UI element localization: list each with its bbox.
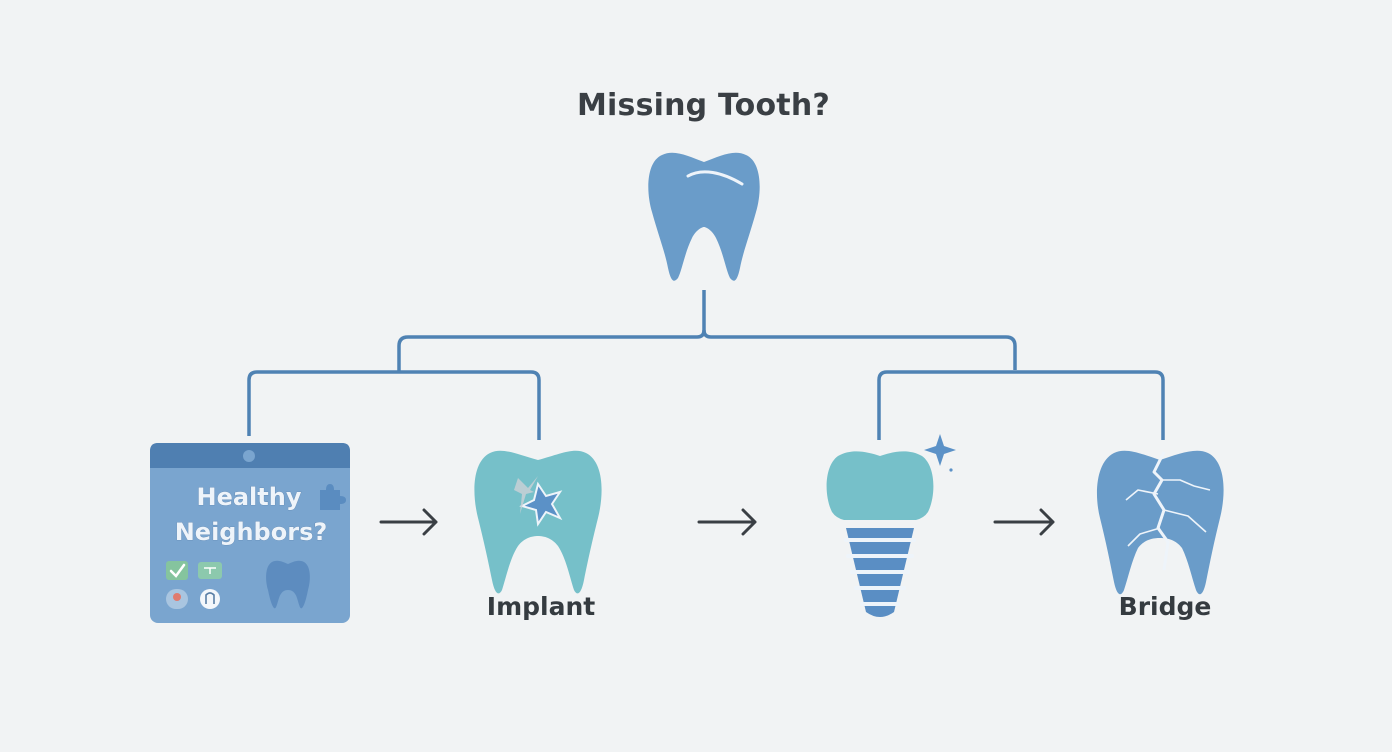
clock-icon (200, 589, 220, 609)
tooth-with-sparkle-icon (474, 450, 602, 594)
missing-tooth-icon (648, 152, 760, 281)
connector-left-branch (247, 370, 541, 440)
cracked-tooth-icon (1096, 450, 1224, 595)
page-title: Missing Tooth? (576, 88, 830, 123)
option-label-implant: Implant (486, 592, 596, 621)
arrow-2 (697, 508, 757, 536)
badge-icon (198, 562, 222, 579)
dental-implant-icon (826, 434, 956, 617)
card-line-2: Neighbors? (175, 518, 328, 546)
check-icon (166, 561, 188, 580)
puzzle-icon (320, 484, 346, 510)
connector-right-branch (877, 370, 1165, 440)
card-line-1: Healthy (197, 483, 302, 511)
sparkle-icon (924, 434, 956, 466)
connector-root-left (397, 329, 706, 372)
arrow-3 (993, 508, 1055, 536)
option-label-bridge: Bridge (1118, 592, 1212, 621)
pin-icon (166, 589, 188, 609)
tooth-icon (266, 560, 310, 609)
decision-card: Healthy Neighbors? (150, 443, 350, 623)
connector-lines (247, 290, 1165, 440)
connector-root (702, 290, 1017, 370)
arrow-1 (379, 508, 438, 536)
